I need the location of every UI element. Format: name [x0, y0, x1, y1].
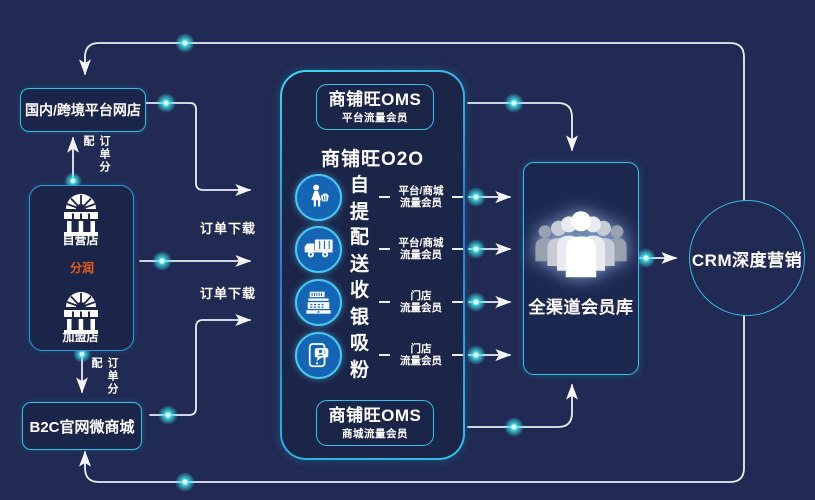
storefront-icon	[64, 194, 98, 236]
oms-mall-subtitle: 商城流量会员	[342, 427, 408, 440]
row-dash	[379, 301, 390, 303]
node-oms-mall: 商铺旺OMS 商城流量会员	[316, 400, 434, 446]
row-delivery-side-text: 平台/商城流量会员	[398, 236, 444, 262]
crm-label: CRM深度营销	[691, 250, 803, 270]
o2o-panel	[280, 70, 465, 460]
row-dash	[452, 301, 463, 303]
row-dash	[379, 354, 390, 356]
cash-register-icon	[295, 278, 342, 326]
node-b2c-mall: B2C官网微商城	[22, 402, 142, 450]
order-allocation-bottom-label: 订单分配	[90, 357, 118, 396]
o2o-row-cashier: 收银 门店流量会员	[295, 277, 463, 328]
node-member-pool: 全渠道会员库	[523, 162, 639, 375]
order-download-bottom-label: 订单下载	[199, 286, 256, 301]
glow-dots	[64, 33, 656, 492]
o2o-row-delivery: 配送 平台/商城流量会员	[295, 224, 463, 275]
oms-platform-title: 商铺旺OMS	[328, 90, 422, 110]
row-dash	[379, 196, 390, 198]
row-fans-label: 吸粉	[350, 333, 370, 381]
row-dash	[452, 354, 463, 356]
o2o-row-fans: 吸粉 门店流量会员	[295, 330, 463, 381]
o2o-panel-heading: 商铺旺O2O	[320, 149, 425, 170]
row-cashier-label: 收银	[350, 280, 370, 328]
row-dash	[379, 248, 390, 250]
row-dash	[452, 196, 463, 198]
people-group-icon	[533, 205, 629, 279]
arrow-crm-to-topshop-loop	[79, 42, 745, 203]
oms-platform-subtitle: 平台流量会员	[342, 111, 408, 124]
node-crm: CRM深度营销	[689, 200, 805, 316]
arrow-omstop-to-member	[467, 102, 578, 152]
row-pickup-side-text: 平台/商城流量会员	[398, 184, 444, 210]
arrow-topshop-to-panel	[145, 102, 252, 196]
order-allocation-top-label: 订单分配	[82, 135, 110, 174]
row-cashier-side-text: 门店流量会员	[400, 289, 442, 315]
oms-mall-title: 商铺旺OMS	[328, 406, 422, 426]
node-b2c-mall-label: B2C官网微商城	[29, 418, 135, 436]
node-domestic-crossborder-shop: 国内/跨境平台网店	[20, 88, 146, 132]
delivery-truck-icon	[295, 225, 342, 273]
order-download-top-label: 订单下载	[199, 221, 256, 236]
self-store-label: 自营店	[62, 233, 99, 247]
storefront-icon	[64, 292, 98, 334]
row-fans-side-text: 门店流量会员	[400, 342, 442, 368]
profit-share-label: 分润	[70, 261, 95, 275]
o2o-row-pickup: 自提 平台/商城流量会员	[295, 172, 463, 223]
phone-chat-icon	[295, 331, 342, 379]
node-oms-platform: 商铺旺OMS 平台流量会员	[316, 84, 434, 130]
row-pickup-label: 自提	[350, 175, 370, 223]
row-delivery-label: 配送	[350, 227, 370, 275]
node-domestic-crossborder-shop-label: 国内/跨境平台网店	[25, 102, 141, 118]
row-dash	[452, 248, 463, 250]
member-pool-label: 全渠道会员库	[528, 298, 634, 317]
person-with-basket-icon	[295, 173, 342, 221]
franchise-store-label: 加盟店	[62, 330, 99, 344]
arrow-crm-to-b2c-loop	[79, 312, 745, 483]
arrow-b2c-to-panel	[149, 314, 252, 416]
arrow-omsbottom-to-member	[467, 383, 578, 428]
